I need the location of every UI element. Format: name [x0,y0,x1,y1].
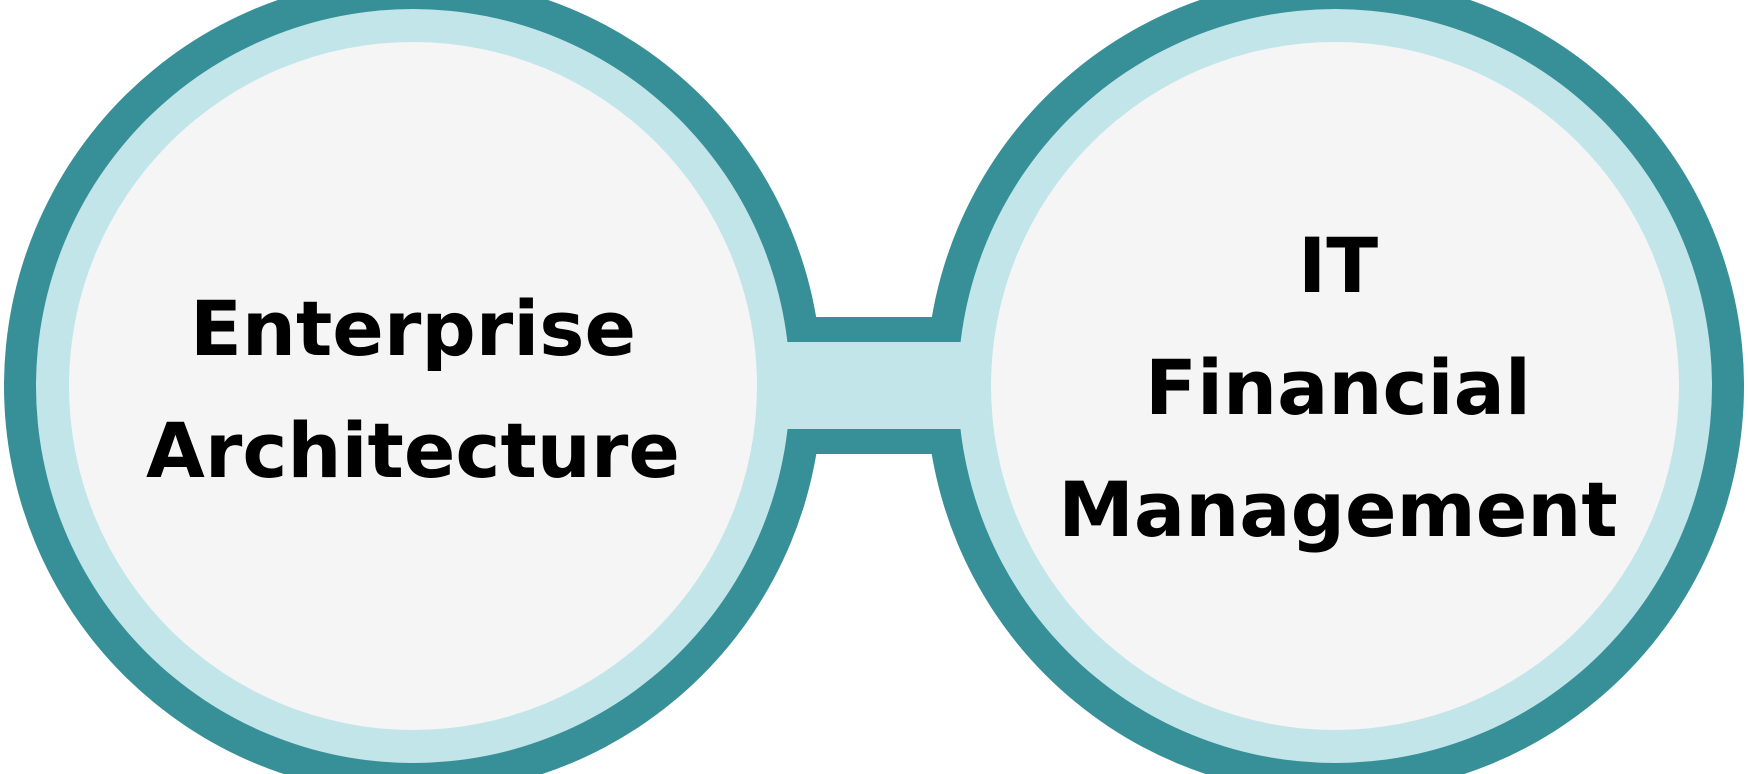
connector-inner-overlay [785,342,975,429]
right-circle-label: IT Financial Management [1058,221,1617,554]
left-label-line-2: Architecture [146,406,680,495]
right-label-line-1: IT [1298,221,1378,310]
left-circle [4,0,822,774]
right-label-line-2: Financial [1145,343,1531,432]
left-circle-label: Enterprise Architecture [146,284,680,495]
left-label-line-1: Enterprise [190,284,636,373]
right-circle-center [991,42,1679,730]
right-label-line-3: Management [1058,465,1617,554]
right-circle [926,0,1744,774]
left-circle-center [69,42,757,730]
